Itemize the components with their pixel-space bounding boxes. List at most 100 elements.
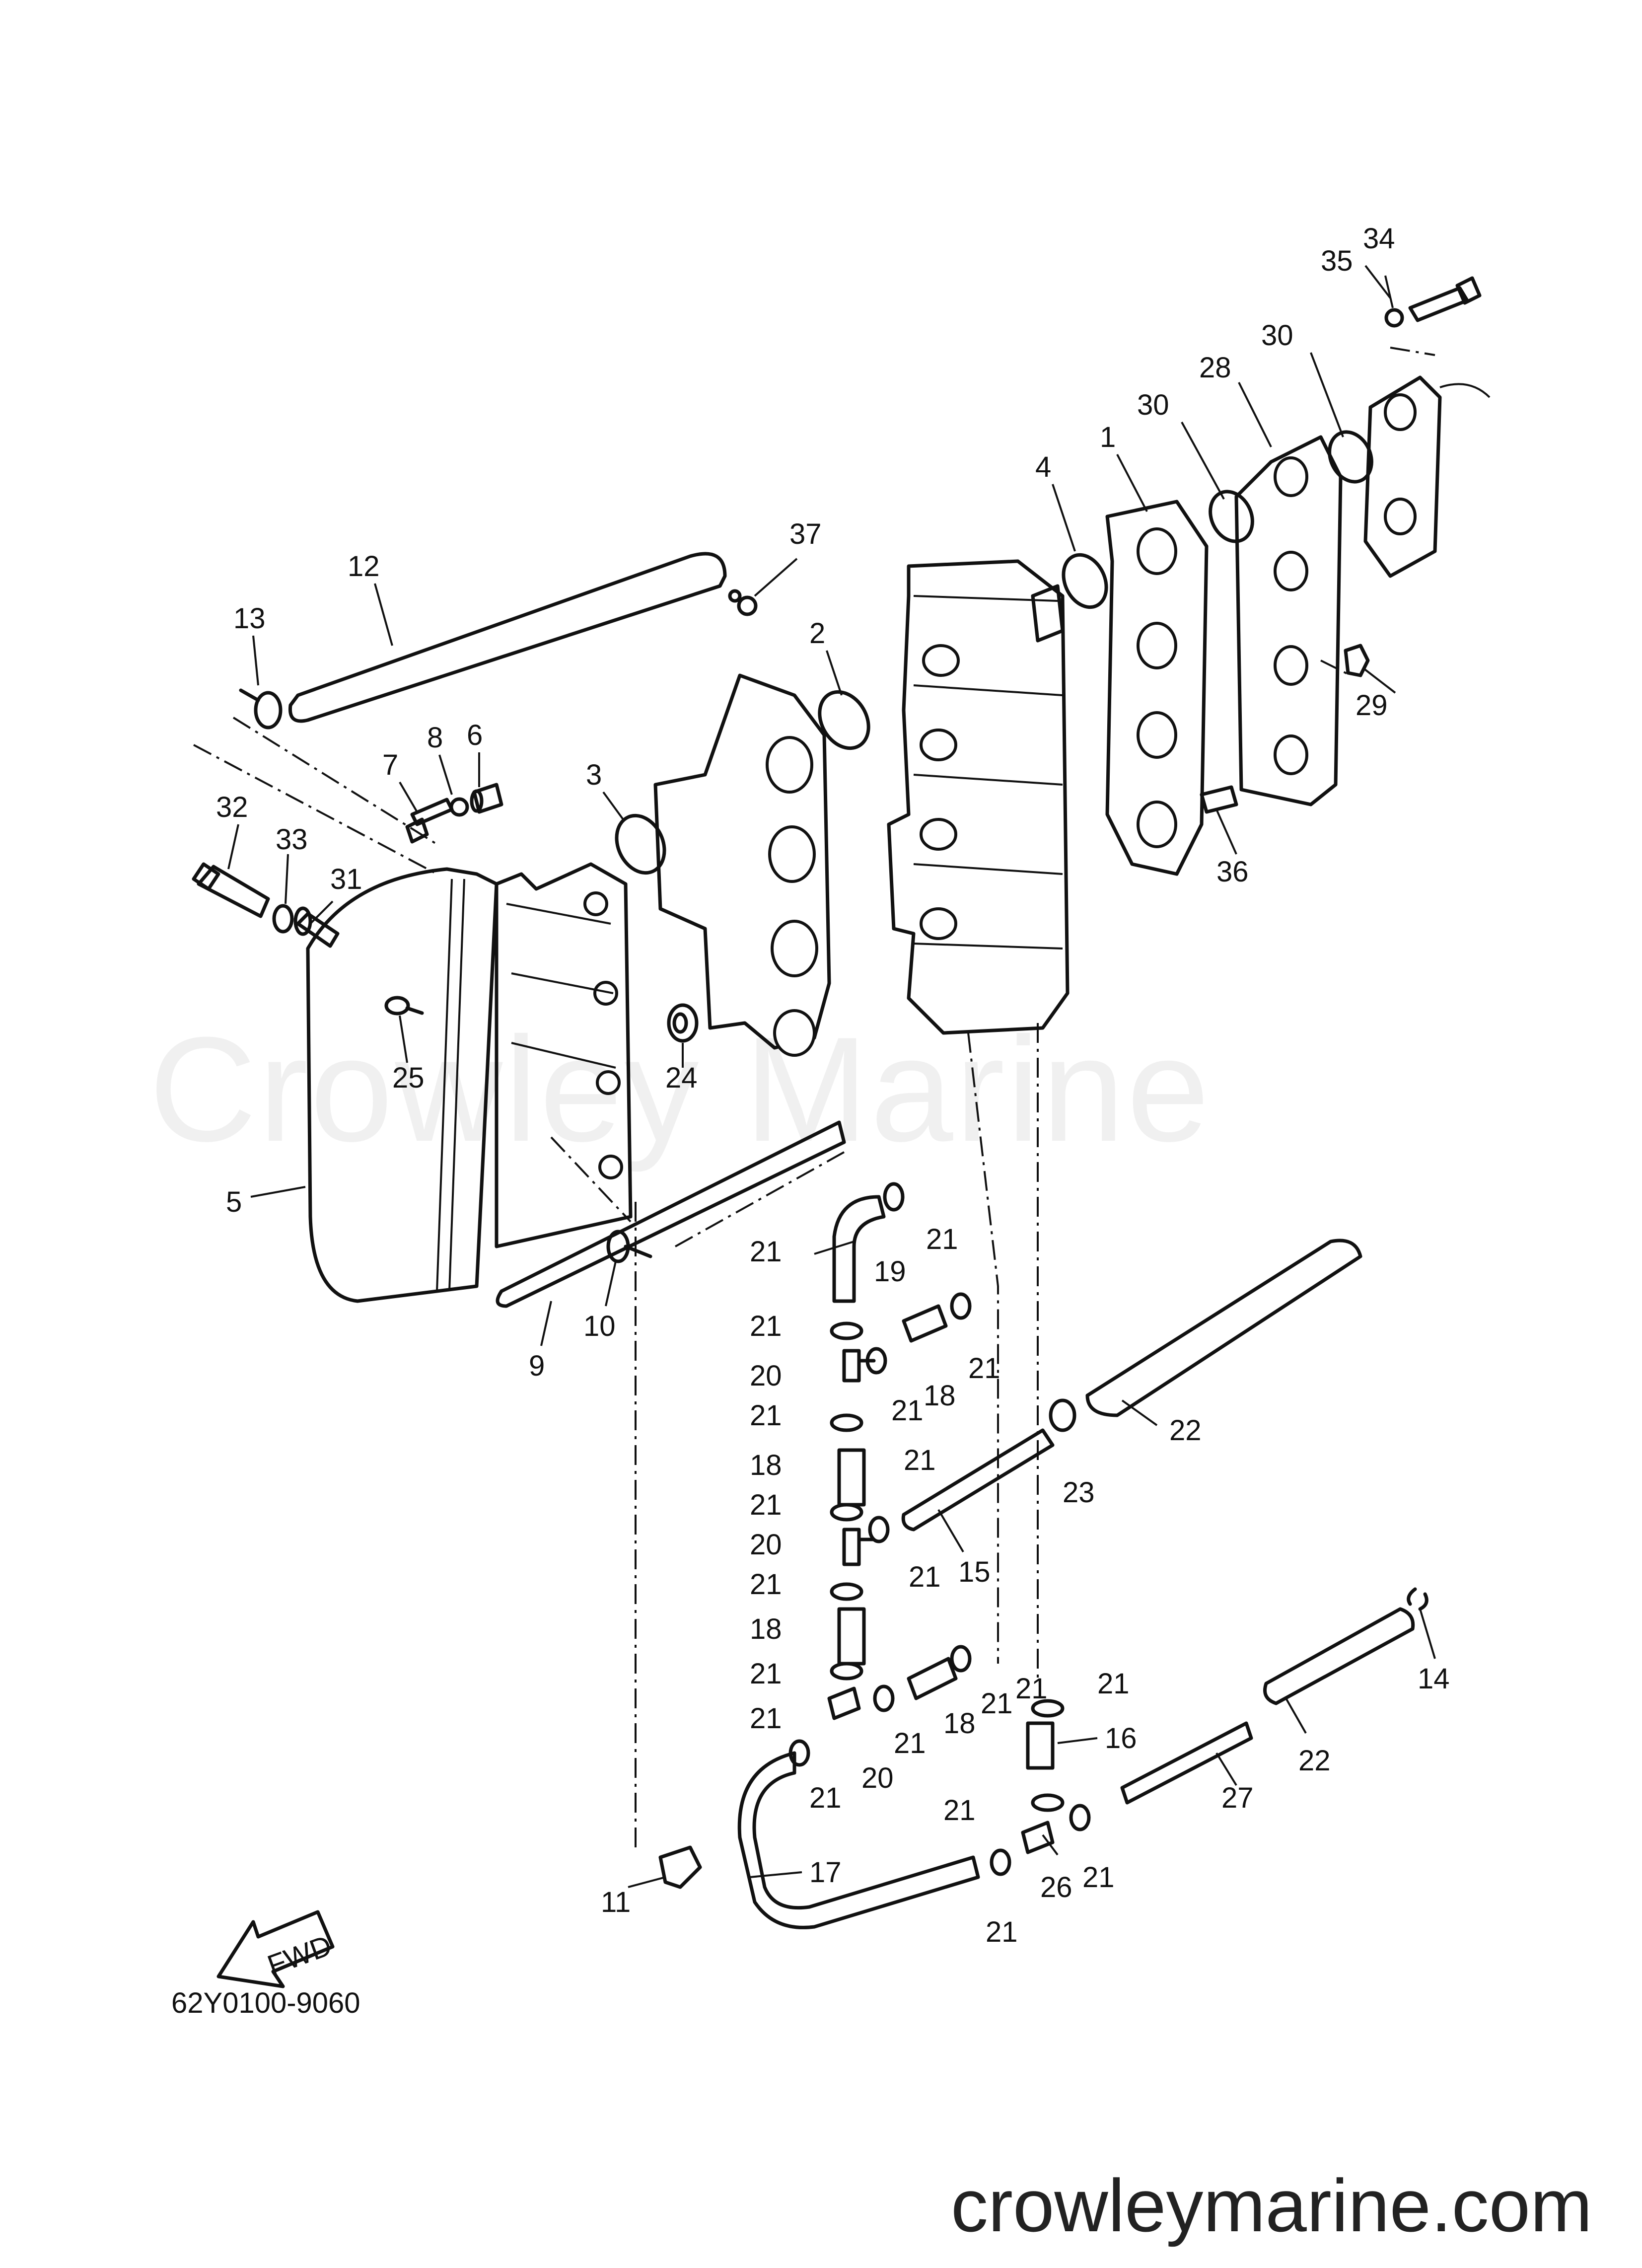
callout-21-o: 21 bbox=[1082, 1861, 1115, 1894]
callout-20-b: 20 bbox=[750, 1529, 782, 1561]
callout-18-a: 18 bbox=[924, 1380, 956, 1412]
part-10-clamp bbox=[606, 1230, 652, 1263]
part-9-hose bbox=[496, 1120, 846, 1308]
part-2-o-ring bbox=[818, 690, 870, 750]
callout-21-a: 21 bbox=[926, 1223, 958, 1255]
callout-18-c: 18 bbox=[750, 1613, 782, 1645]
part-28-gasket bbox=[1234, 435, 1343, 806]
callout-23: 23 bbox=[1063, 1476, 1095, 1509]
part-15-hose bbox=[901, 1428, 1055, 1532]
callout-21-l: 21 bbox=[809, 1782, 842, 1814]
part-37-clip bbox=[728, 589, 758, 616]
callout-34: 34 bbox=[1363, 222, 1395, 255]
callout-28: 28 bbox=[1199, 352, 1231, 384]
callout-31: 31 bbox=[330, 863, 362, 895]
callout-7: 7 bbox=[382, 749, 398, 781]
fwd-label: FWD bbox=[263, 1929, 336, 1982]
callout-21-d: 21 bbox=[891, 1394, 924, 1427]
callout-24: 24 bbox=[665, 1062, 698, 1094]
callout-29: 29 bbox=[1356, 689, 1388, 722]
part-32-33-31-bolt-set bbox=[192, 862, 340, 948]
callout-4: 4 bbox=[1035, 451, 1051, 483]
callout-21-b: 21 bbox=[750, 1310, 782, 1342]
part-3-o-ring bbox=[615, 813, 666, 875]
part-25-clamp bbox=[384, 996, 424, 1016]
part-27-hose bbox=[1120, 1721, 1253, 1805]
callout-21-g: 21 bbox=[909, 1561, 941, 1593]
callout-36: 36 bbox=[1216, 856, 1249, 888]
part-35-34-bolt-washer bbox=[1384, 276, 1482, 328]
part-19-elbow-hose bbox=[832, 1195, 886, 1303]
callout-21-q: 21 bbox=[750, 1236, 782, 1268]
callout-12: 12 bbox=[348, 550, 380, 583]
callout-21-k: 21 bbox=[894, 1727, 926, 1759]
callout-11: 11 bbox=[601, 1886, 631, 1918]
callout-6: 6 bbox=[467, 719, 483, 751]
part-11-clip bbox=[658, 1845, 702, 1889]
hose-clamps bbox=[788, 1182, 1091, 1876]
website-footer: crowleymarine.com bbox=[951, 2164, 1592, 2247]
callout-21-h: 21 bbox=[750, 1568, 782, 1601]
callout-21-s: 21 bbox=[1015, 1673, 1048, 1705]
callout-22-a: 22 bbox=[1169, 1414, 1202, 1447]
part-7-8-6-bolt-set bbox=[405, 783, 503, 844]
callout-37: 37 bbox=[789, 518, 822, 550]
callout-26: 26 bbox=[1040, 1871, 1072, 1903]
part-17-hose bbox=[737, 1751, 980, 1929]
assembly-reference-lines bbox=[193, 347, 1435, 1847]
callout-21-e: 21 bbox=[750, 1399, 782, 1432]
callout-19: 19 bbox=[874, 1255, 906, 1288]
part-30-o-ring-a bbox=[1209, 490, 1254, 543]
engine-block-outline bbox=[1363, 375, 1491, 578]
callout-13: 13 bbox=[233, 602, 266, 635]
callout-21-n: 21 bbox=[943, 1794, 976, 1827]
callout-5: 5 bbox=[226, 1186, 242, 1218]
part-29-pin bbox=[1344, 644, 1370, 677]
callout-20-a: 20 bbox=[750, 1360, 782, 1392]
callout-labels: 1 2 3 4 5 6 7 8 9 10 11 12 13 14 15 16 1… bbox=[216, 222, 1450, 1948]
callout-21-c: 21 bbox=[968, 1352, 1000, 1385]
fwd-arrow-icon: FWD bbox=[216, 1910, 336, 1988]
part-14-clip bbox=[1407, 1587, 1428, 1611]
callout-3: 3 bbox=[586, 759, 602, 791]
part-24-grommet bbox=[667, 1003, 699, 1043]
callout-21-j: 21 bbox=[981, 1687, 1013, 1720]
callout-30-a: 30 bbox=[1137, 389, 1169, 421]
callout-14: 14 bbox=[1418, 1663, 1450, 1695]
part-1-plate bbox=[1105, 500, 1209, 876]
part-22-hose-lower bbox=[1263, 1607, 1415, 1705]
callout-30-b: 30 bbox=[1261, 319, 1293, 352]
callout-22-b: 22 bbox=[1298, 1745, 1331, 1777]
part-4-o-ring bbox=[1062, 553, 1108, 609]
callout-18-d: 18 bbox=[943, 1707, 976, 1740]
callout-27: 27 bbox=[1221, 1782, 1254, 1814]
callout-21-f: 21 bbox=[750, 1489, 782, 1521]
callout-leaders bbox=[227, 265, 1436, 1888]
part-22-hose-upper bbox=[1085, 1239, 1362, 1417]
callout-17: 17 bbox=[809, 1856, 842, 1889]
part-5-silencer-cover bbox=[306, 862, 633, 1303]
callout-25: 25 bbox=[392, 1062, 425, 1094]
part-36-pin bbox=[1200, 785, 1238, 814]
callout-8: 8 bbox=[427, 722, 443, 754]
callout-32: 32 bbox=[216, 791, 248, 823]
callout-20-c: 20 bbox=[861, 1762, 894, 1794]
part-13-clamp bbox=[239, 688, 283, 730]
diagram-reference-code: 62Y0100-9060 bbox=[171, 1987, 360, 2019]
callout-21-m: 21 bbox=[1097, 1668, 1130, 1700]
callout-21-p: 21 bbox=[986, 1916, 1018, 1948]
callout-21-t: 21 bbox=[750, 1702, 782, 1735]
callout-33: 33 bbox=[276, 823, 308, 856]
callout-35: 35 bbox=[1321, 245, 1353, 277]
callout-10: 10 bbox=[583, 1310, 616, 1342]
callout-18-b: 18 bbox=[750, 1449, 782, 1481]
callout-1: 1 bbox=[1100, 421, 1116, 453]
callout-16: 16 bbox=[1105, 1722, 1137, 1755]
callout-9: 9 bbox=[529, 1350, 545, 1382]
callout-15: 15 bbox=[958, 1556, 991, 1588]
part-12-hose bbox=[288, 552, 727, 723]
callout-2: 2 bbox=[809, 617, 825, 650]
callout-21-r: 21 bbox=[904, 1444, 936, 1476]
callout-21-i: 21 bbox=[750, 1658, 782, 1690]
